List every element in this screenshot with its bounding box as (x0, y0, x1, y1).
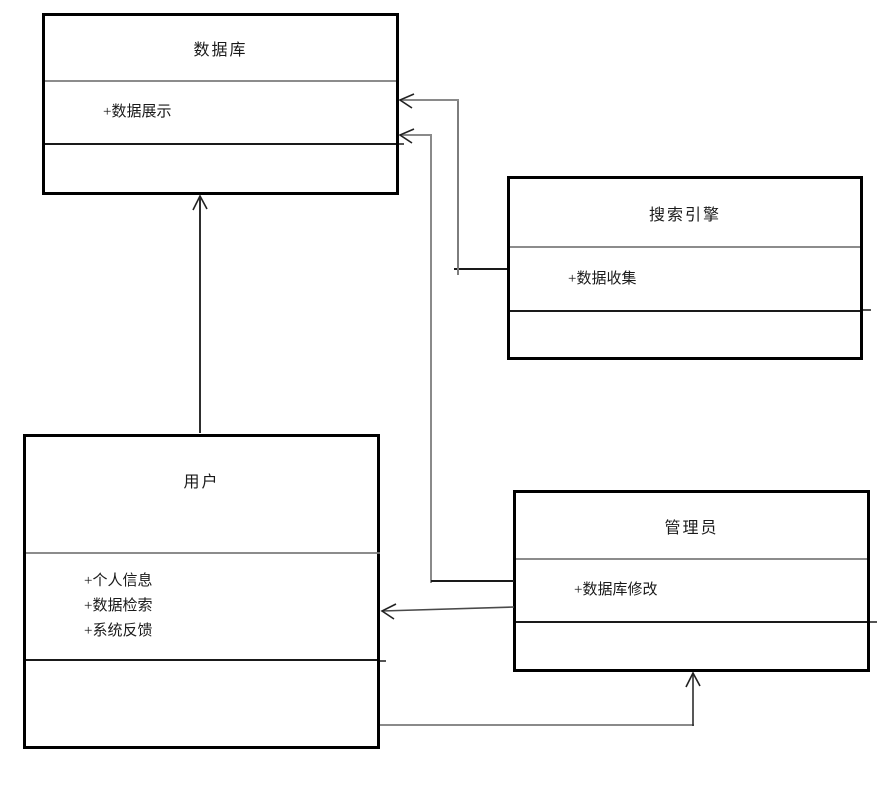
class-title-admin: 管理员 (664, 519, 719, 537)
connector-user-to-database (192, 194, 208, 433)
class-operations-section (26, 661, 377, 746)
class-attributes-section: +数据库修改 (516, 560, 867, 623)
arrowhead-icon (380, 603, 397, 620)
class-box-user[interactable]: 用户 +个人信息 +数据检索 +系统反馈 (23, 434, 380, 749)
class-operations-section (510, 312, 860, 357)
class-title-search-engine: 搜索引擎 (648, 206, 721, 224)
class-attributes-section: +数据收集 (510, 248, 860, 312)
attribute-line: +系统反馈 (84, 623, 153, 639)
connector-search-engine-to-database (398, 93, 507, 275)
class-title-section: 搜索引擎 (510, 179, 860, 248)
class-box-admin[interactable]: 管理员 +数据库修改 (513, 490, 870, 672)
class-operations-section (516, 623, 867, 669)
attribute-line: +数据检索 (84, 598, 153, 614)
arrowhead-icon (398, 93, 415, 109)
attribute-line: +个人信息 (84, 573, 153, 589)
connector-admin-to-user (380, 603, 515, 620)
class-operations-section (45, 145, 396, 192)
class-title-section: 管理员 (516, 493, 867, 560)
attribute-line: +数据展示 (103, 104, 172, 120)
class-box-database[interactable]: 数据库 +数据展示 (42, 13, 399, 195)
class-title-database: 数据库 (193, 42, 248, 59)
attribute-line: +数据收集 (568, 270, 637, 287)
class-box-search-engine[interactable]: 搜索引擎 +数据收集 (507, 176, 863, 360)
connector-user-to-admin (380, 671, 701, 726)
class-title-user: 用户 (183, 474, 220, 491)
arrowhead-icon (398, 128, 415, 144)
class-attributes-section: +数据展示 (45, 82, 396, 145)
arrowhead-icon (192, 194, 208, 211)
class-title-section: 数据库 (45, 16, 396, 82)
arrowhead-icon (685, 671, 701, 688)
class-attributes-section: +个人信息 +数据检索 +系统反馈 (26, 554, 377, 661)
connector-admin-to-database (398, 128, 514, 583)
attribute-line: +数据库修改 (574, 582, 658, 598)
class-title-section: 用户 (26, 437, 377, 554)
